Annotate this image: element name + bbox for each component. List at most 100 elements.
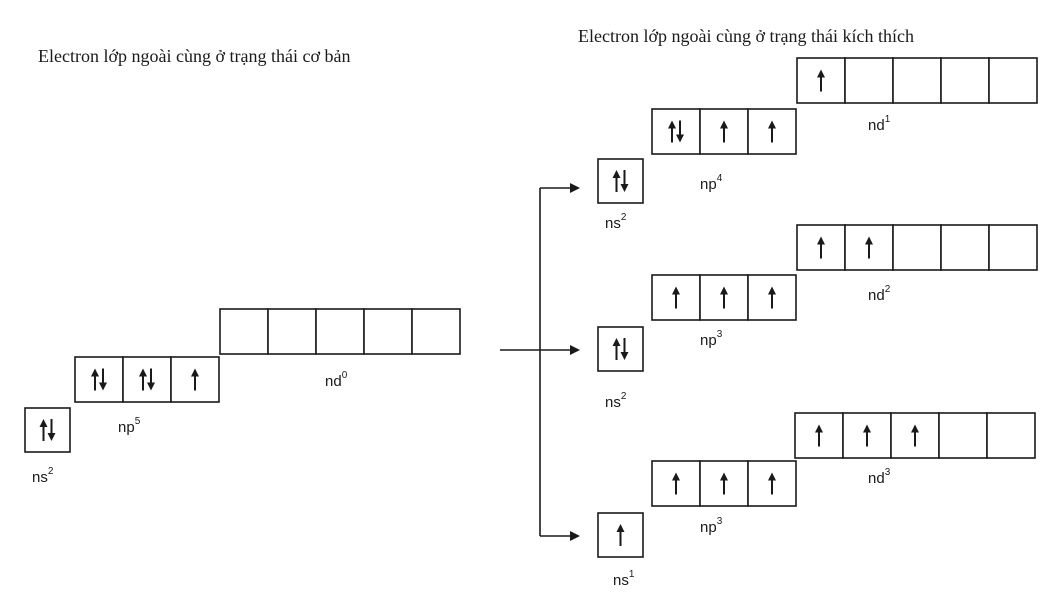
spin-down-arrow-icon	[620, 170, 629, 192]
spin-up-arrow-icon	[720, 472, 728, 495]
orbital-label-base: np	[700, 176, 717, 193]
spin-up-arrow-icon	[612, 338, 621, 360]
ns-orbital-box	[24, 407, 71, 453]
spin-up-arrow-icon	[720, 120, 728, 143]
spin-up-arrow-icon	[768, 120, 776, 143]
ground-state-title: Electron lớp ngoài cùng ở trạng thái cơ …	[38, 46, 350, 66]
nd-orbital-group: nd0	[219, 308, 461, 390]
np-orbital-label: np5	[118, 416, 141, 436]
spin-up-arrow-icon	[863, 424, 871, 447]
orbital-label-base: np	[700, 332, 717, 349]
spin-up-arrow-icon	[817, 69, 825, 92]
ns-orbital-label: ns2	[605, 391, 627, 411]
orbital-label-base: np	[700, 519, 717, 536]
ground-state-configuration: ns2 np5 nd0	[24, 308, 461, 486]
nd-orbital-box	[219, 308, 269, 355]
orbital-label-superscript: 2	[621, 391, 627, 402]
orbital-label-superscript: 0	[342, 370, 348, 381]
nd-orbital-box	[940, 57, 990, 104]
nd-orbital-box	[940, 224, 990, 271]
orbital-label-superscript: 3	[717, 516, 723, 527]
nd-orbital-box	[267, 308, 317, 355]
orbital-label-superscript: 1	[885, 114, 891, 125]
nd-orbital-box	[892, 224, 942, 271]
np-orbital-box	[122, 356, 172, 403]
orbital-label-superscript: 1	[629, 569, 635, 580]
ns-orbital-label: ns1	[613, 569, 635, 589]
spin-up-arrow-icon	[672, 472, 680, 495]
spin-up-arrow-icon	[191, 368, 199, 391]
np-orbital-box	[699, 108, 749, 155]
spin-up-arrow-icon	[720, 286, 728, 309]
np-orbital-group: np3	[651, 460, 797, 536]
np-orbital-box	[747, 460, 797, 507]
orbital-label-superscript: 4	[717, 173, 723, 184]
nd-orbital-box	[986, 412, 1036, 459]
np-orbital-box	[74, 356, 124, 403]
nd-orbital-label: nd3	[868, 467, 891, 487]
nd-orbital-box	[938, 412, 988, 459]
np-orbital-label: np4	[700, 173, 723, 193]
branch-top-arrow-head	[570, 183, 580, 193]
np-orbital-group: np5	[74, 356, 220, 436]
transition-arrows	[500, 183, 580, 541]
ns-orbital-group: ns2	[597, 158, 644, 232]
spin-up-arrow-icon	[616, 524, 625, 546]
np-orbital-label: np3	[700, 329, 723, 349]
spin-down-arrow-icon	[620, 338, 629, 360]
nd-orbital-group: nd2	[796, 224, 1038, 304]
nd-orbital-box	[315, 308, 365, 355]
spin-down-arrow-icon	[676, 120, 684, 143]
spin-up-arrow-icon	[139, 368, 147, 391]
nd-orbital-label: nd0	[325, 370, 348, 390]
orbital-label-superscript: 3	[885, 467, 891, 478]
ns-orbital-box	[597, 158, 644, 204]
orbital-label-base: np	[118, 419, 135, 436]
orbital-label-base: nd	[868, 287, 885, 304]
orbital-label-base: nd	[868, 470, 885, 487]
np-orbital-box	[747, 274, 797, 321]
nd-orbital-label: nd2	[868, 284, 891, 304]
ns-orbital-label: ns2	[605, 212, 627, 232]
spin-up-arrow-icon	[91, 368, 99, 391]
ns-orbital-group: ns2	[597, 326, 644, 411]
ns-orbital-group: ns2	[24, 407, 71, 486]
orbital-label-base: ns	[605, 394, 621, 411]
orbital-label-base: ns	[605, 215, 621, 232]
orbital-label-base: nd	[325, 373, 342, 390]
spin-down-arrow-icon	[147, 368, 155, 391]
spin-up-arrow-icon	[39, 419, 48, 441]
orbital-label-base: ns	[613, 572, 629, 589]
nd-orbital-group: nd3	[794, 412, 1036, 487]
orbital-label-superscript: 2	[48, 466, 54, 477]
nd-orbital-group: nd1	[796, 57, 1038, 134]
spin-up-arrow-icon	[612, 170, 621, 192]
orbital-label-base: ns	[32, 469, 48, 486]
np-orbital-label: np3	[700, 516, 723, 536]
spin-up-arrow-icon	[865, 236, 873, 259]
main-arrow-head	[570, 345, 580, 355]
spin-down-arrow-icon	[99, 368, 107, 391]
spin-up-arrow-icon	[768, 286, 776, 309]
nd-orbital-box	[988, 57, 1038, 104]
branch-bottom-arrow-head	[570, 531, 580, 541]
ns-orbital-box	[597, 326, 644, 372]
np-orbital-box	[651, 108, 701, 155]
nd-orbital-label: nd1	[868, 114, 891, 134]
spin-down-arrow-icon	[47, 419, 56, 441]
spin-up-arrow-icon	[817, 236, 825, 259]
ns-orbital-label: ns2	[32, 466, 54, 486]
nd-orbital-box	[363, 308, 413, 355]
spin-up-arrow-icon	[911, 424, 919, 447]
excited-state-title: Electron lớp ngoài cùng ở trạng thái kíc…	[578, 26, 914, 46]
nd-orbital-box	[411, 308, 461, 355]
np-orbital-group: np4	[651, 108, 797, 193]
orbital-label-base: nd	[868, 117, 885, 134]
orbital-label-superscript: 2	[885, 284, 891, 295]
spin-up-arrow-icon	[768, 472, 776, 495]
np-orbital-group: np3	[651, 274, 797, 349]
